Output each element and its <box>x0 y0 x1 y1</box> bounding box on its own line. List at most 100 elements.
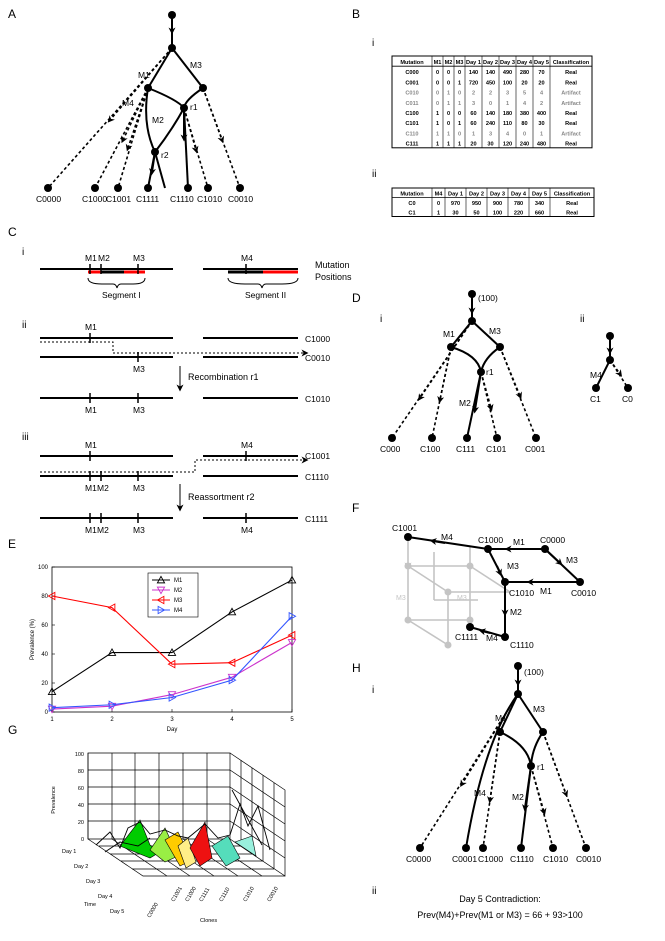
table-cell: Real <box>565 121 577 127</box>
x-tick-label: 2 <box>110 717 114 723</box>
mutation-label: M3 <box>133 253 145 263</box>
y-axis-label: Prevalence (%) <box>30 619 36 660</box>
mutation-label: M3 <box>133 525 145 535</box>
edge-label: M2 <box>459 398 471 408</box>
panel-h: H i <box>352 661 601 920</box>
table-header: Mutation <box>400 191 424 197</box>
data-point <box>47 591 56 601</box>
data-point <box>228 675 237 685</box>
segment-label: Segment I <box>102 290 141 300</box>
table-cell: Real <box>566 201 578 207</box>
table-cell: 1 <box>458 80 461 86</box>
segment-label: Segment II <box>245 290 286 300</box>
subpanel-label: i <box>22 247 24 258</box>
z-tick: 80 <box>78 769 84 775</box>
table-cell: C011 <box>405 101 418 107</box>
mutation-label: M3 <box>133 364 145 374</box>
x-tick-label: 4 <box>230 717 234 723</box>
table-cell: 5 <box>523 91 526 97</box>
leaf-label: C0001 <box>452 854 477 864</box>
table-cell: 80 <box>521 121 527 127</box>
data-point <box>287 639 297 647</box>
table-cell: 780 <box>514 201 523 207</box>
table-cell: 180 <box>503 111 512 117</box>
mutation-label: M1 <box>85 405 97 415</box>
legend-entry: M2 <box>174 588 183 594</box>
table-cell: 0 <box>489 101 492 107</box>
z-tick: 20 <box>78 820 84 826</box>
x-tick-label: 1 <box>50 717 54 723</box>
x-tick-label: 3 <box>170 717 174 723</box>
table-cell: 1 <box>436 131 439 137</box>
table-cell: 0 <box>523 131 526 137</box>
tree-node <box>496 728 504 736</box>
day-label: Day 2 <box>74 864 88 870</box>
edge-label: M4 <box>474 788 486 798</box>
graph-node <box>404 562 412 570</box>
clone-label: C1110 <box>305 472 329 482</box>
edge-label: M1 <box>540 586 552 596</box>
clone-label: C1001 <box>305 451 330 461</box>
node-label: C1110 <box>510 640 534 650</box>
table-cell: Real <box>565 70 577 76</box>
edge-label: M1 <box>138 70 150 80</box>
leaf-node <box>532 434 540 442</box>
leaf-node <box>388 434 396 442</box>
data-point <box>156 575 166 584</box>
edge-label: M4 <box>590 370 602 380</box>
table-cell: 140 <box>486 111 495 117</box>
leaf-node <box>144 184 152 192</box>
day-label: Day 5 <box>110 909 124 915</box>
edge-label: r1 <box>486 367 494 377</box>
table-header: Day 3 <box>490 191 505 197</box>
leaf-label: C1000 <box>478 854 503 864</box>
mutation-label: M3 <box>133 483 145 493</box>
leaf-node <box>184 184 192 192</box>
table-cell: 30 <box>487 142 493 148</box>
table-cell: 0 <box>436 70 439 76</box>
panel-label-e: E <box>8 537 16 551</box>
table-cell: 1 <box>436 121 439 127</box>
leaf-label: C1000 <box>82 194 107 204</box>
clone-tick: C1110 <box>219 887 232 903</box>
table-cell: Artifact <box>561 101 581 107</box>
data-point <box>287 630 296 640</box>
subpanel-label: ii <box>372 169 376 180</box>
tree-node <box>168 44 176 52</box>
z-tick: 60 <box>78 786 84 792</box>
panel-d: D i ii <box>352 290 633 454</box>
data-point <box>107 603 116 612</box>
data-point <box>288 611 297 621</box>
tree-node <box>468 290 476 298</box>
root-label: (100) <box>478 293 498 303</box>
leaf-label: C101 <box>486 444 507 454</box>
panel-label-h: H <box>352 661 361 675</box>
tree-node <box>180 104 188 112</box>
table-cell: 2 <box>540 101 543 107</box>
table-cell: 30 <box>452 210 458 216</box>
table-cell: 20 <box>538 80 544 86</box>
table-cell: 100 <box>493 210 502 216</box>
mutation-label: M1 <box>85 483 97 493</box>
table-cell: 490 <box>503 70 512 76</box>
table-cell: 1 <box>436 142 439 148</box>
table-cell: 970 <box>451 201 460 207</box>
mutation-label: M2 <box>97 483 109 493</box>
root-label: (100) <box>524 667 544 677</box>
table-cell: 0 <box>437 201 440 207</box>
leaf-node <box>204 184 212 192</box>
leaf-node <box>592 384 600 392</box>
leaf-node <box>91 184 99 192</box>
mutation-positions-label: Positions <box>315 272 352 282</box>
tree-node <box>468 317 476 325</box>
edge-label: M1 <box>513 537 525 547</box>
node-label: C0000 <box>540 535 565 545</box>
data-point <box>47 705 57 714</box>
table-cell: 20 <box>521 80 527 86</box>
edge-label: r1 <box>190 102 198 112</box>
y-tick-label: 80 <box>41 594 48 600</box>
z-tick: 40 <box>78 803 84 809</box>
z-ticks: 0 20 40 60 80 100 <box>75 752 84 843</box>
tree-node <box>539 728 547 736</box>
